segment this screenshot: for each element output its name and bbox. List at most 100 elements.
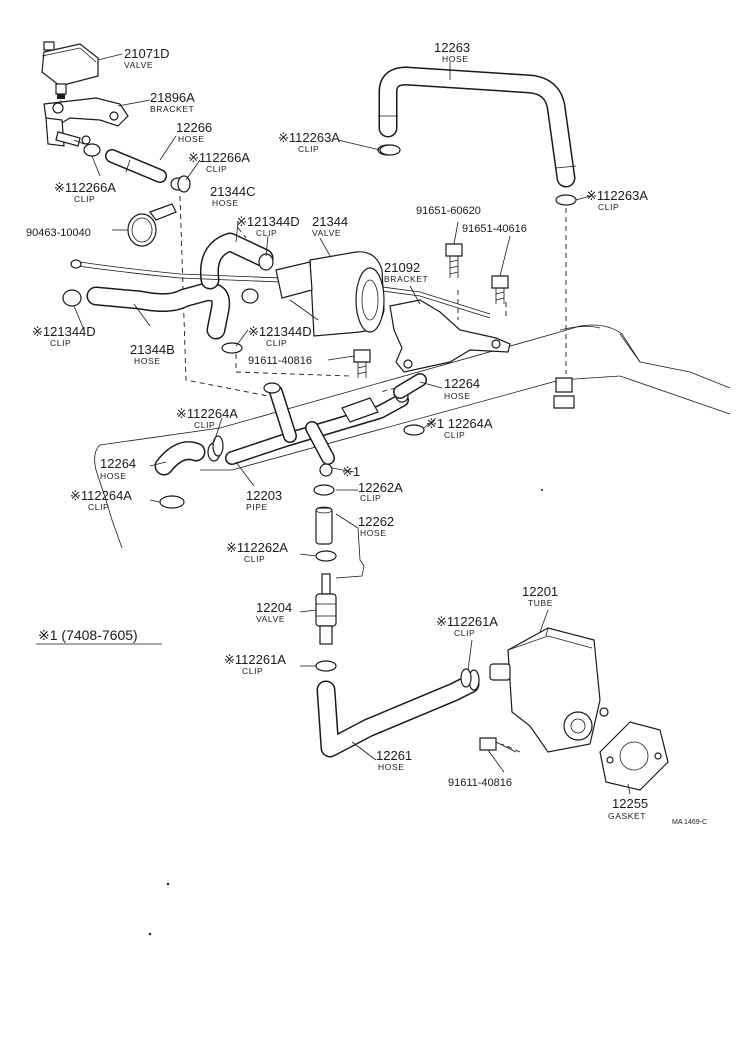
part-number: 12203 [246,488,282,503]
callout-12261a-clip-left: ※112261A CLIP [224,652,286,676]
callout-21092-bracket: 21092 BRACKET [384,260,428,284]
pipe-12203-illustration [225,382,409,477]
callout-90463-10040: 90463-10040 [26,227,91,239]
part-name: CLIP [598,202,619,212]
part-name: CLIP [244,554,265,564]
part-name: CLIP [298,144,319,154]
part-number: ※121344D [248,324,312,339]
callout-12264a-clip-top: ※112264A CLIP [176,406,238,430]
part-number: 21344C [210,184,256,199]
callout-91651-60620: 91651-60620 [416,205,481,217]
clip-rings [177,144,472,688]
part-number: 91651-40616 [462,223,527,235]
part-name: CLIP [444,430,465,440]
part-number: 12262A [358,480,403,495]
part-number: ※112264A [176,406,238,421]
part-name: CLIP [194,420,215,430]
callout-12255-gasket: 12255 GASKET [608,796,648,821]
part-number: ※121344D [32,324,96,339]
part-name: CLIP [74,194,95,204]
hose-12261-illustration [316,669,480,758]
callout-21344b-hose: 21344B HOSE [130,342,175,366]
part-number: 91611-40816 [248,355,312,367]
part-name: CLIP [256,228,277,238]
part-name: BRACKET [384,274,428,284]
part-number: ※1 [342,464,360,479]
part-number: 12204 [256,600,292,615]
part-name: PIPE [246,502,268,512]
part-name: HOSE [100,471,127,481]
hose-21344c-21344b-illustration [62,232,491,340]
callout-91611-40816-bottom: 91611-40816 [448,777,512,789]
hose-12264-illustration [154,373,427,509]
callout-12266a-clip-left: ※112266A CLIP [54,180,116,204]
tube-12201-illustration [489,627,609,753]
part-name: CLIP [360,493,381,503]
part-number: 12266 [176,120,212,135]
part-number: 91651-60620 [416,205,481,217]
callout-21344d-clip-left: ※121344D CLIP [32,324,96,348]
part-number: 12263 [434,40,470,55]
callout-21344d-clip-mid: ※121344D CLIP [248,324,312,348]
callout-12261-hose: 12261 HOSE [376,748,412,772]
part-number: 21344 [312,214,348,229]
bracket-21896a-illustration [43,97,129,147]
part-name: HOSE [134,356,161,366]
part-number: 21344B [130,342,175,357]
drawing-code: MA 1469-C [672,819,707,826]
engine-block-outline [94,324,731,549]
bolts-illustration [353,243,575,753]
callout-21344c-hose: 21344C HOSE [210,184,256,208]
callout-12263a-clip-left: ※112263A CLIP [278,130,340,154]
part-name: GASKET [608,811,646,821]
part-number: 12261 [376,748,412,763]
part-name: CLIP [88,502,109,512]
gasket-12255-illustration [599,721,669,791]
callout-12262a-clip-left: ※112262A CLIP [226,540,288,564]
part-name: HOSE [178,134,205,144]
part-name: BRACKET [150,104,194,114]
part-number: 21092 [384,260,420,275]
part-name: CLIP [454,628,475,638]
hose-12262-illustration [313,484,365,579]
part-number: 12201 [522,584,558,599]
callout-12263-hose: 12263 HOSE [434,40,470,64]
callout-12201-tube: 12201 TUBE [522,584,558,608]
part-name: VALVE [312,228,341,238]
part-number: ※112262A [226,540,288,555]
part-number: 12264 [444,376,480,391]
part-name: HOSE [442,54,469,64]
band-clamp-90463-illustration [127,203,177,247]
part-number: 12264 [100,456,136,471]
part-name: CLIP [50,338,71,348]
part-name: TUBE [528,598,553,608]
part-number: ※1 12264A [426,416,493,431]
part-number: 12262 [358,514,394,529]
part-name: VALVE [124,60,153,70]
part-number: ※112266A [188,150,250,165]
part-number: 91611-40816 [448,777,512,789]
part-name: CLIP [242,666,263,676]
scan-specks [148,489,543,936]
hose-12263-illustration [377,66,577,206]
valve-21344-illustration [275,251,385,337]
callout-12263a-clip-right: ※112263A CLIP [586,188,648,212]
callout-12204-valve: 12204 VALVE [256,600,292,624]
part-number: 90463-10040 [26,227,91,239]
part-number: 21896A [150,90,195,105]
callout-12262-hose: 12262 HOSE [358,514,394,538]
callout-12261a-clip-right: ※112261A CLIP [436,614,498,638]
part-name: HOSE [378,762,405,772]
part-number: ※112263A [278,130,340,145]
callout-12264a-clip-left: ※112264A CLIP [70,488,132,512]
part-number: ※112266A [54,180,116,195]
callout-star1: ※1 [342,464,360,479]
part-number: ※121344D [236,214,300,229]
part-number: ※112264A [70,488,132,503]
callout-12264a-clip-right: ※1 12264A CLIP [426,416,493,440]
callout-12264-hose-left: 12264 HOSE [100,456,136,481]
part-name: CLIP [266,338,287,348]
applicability-footnote: ※1 (7408-7605) [38,627,138,643]
valve-12204-illustration [315,573,337,672]
